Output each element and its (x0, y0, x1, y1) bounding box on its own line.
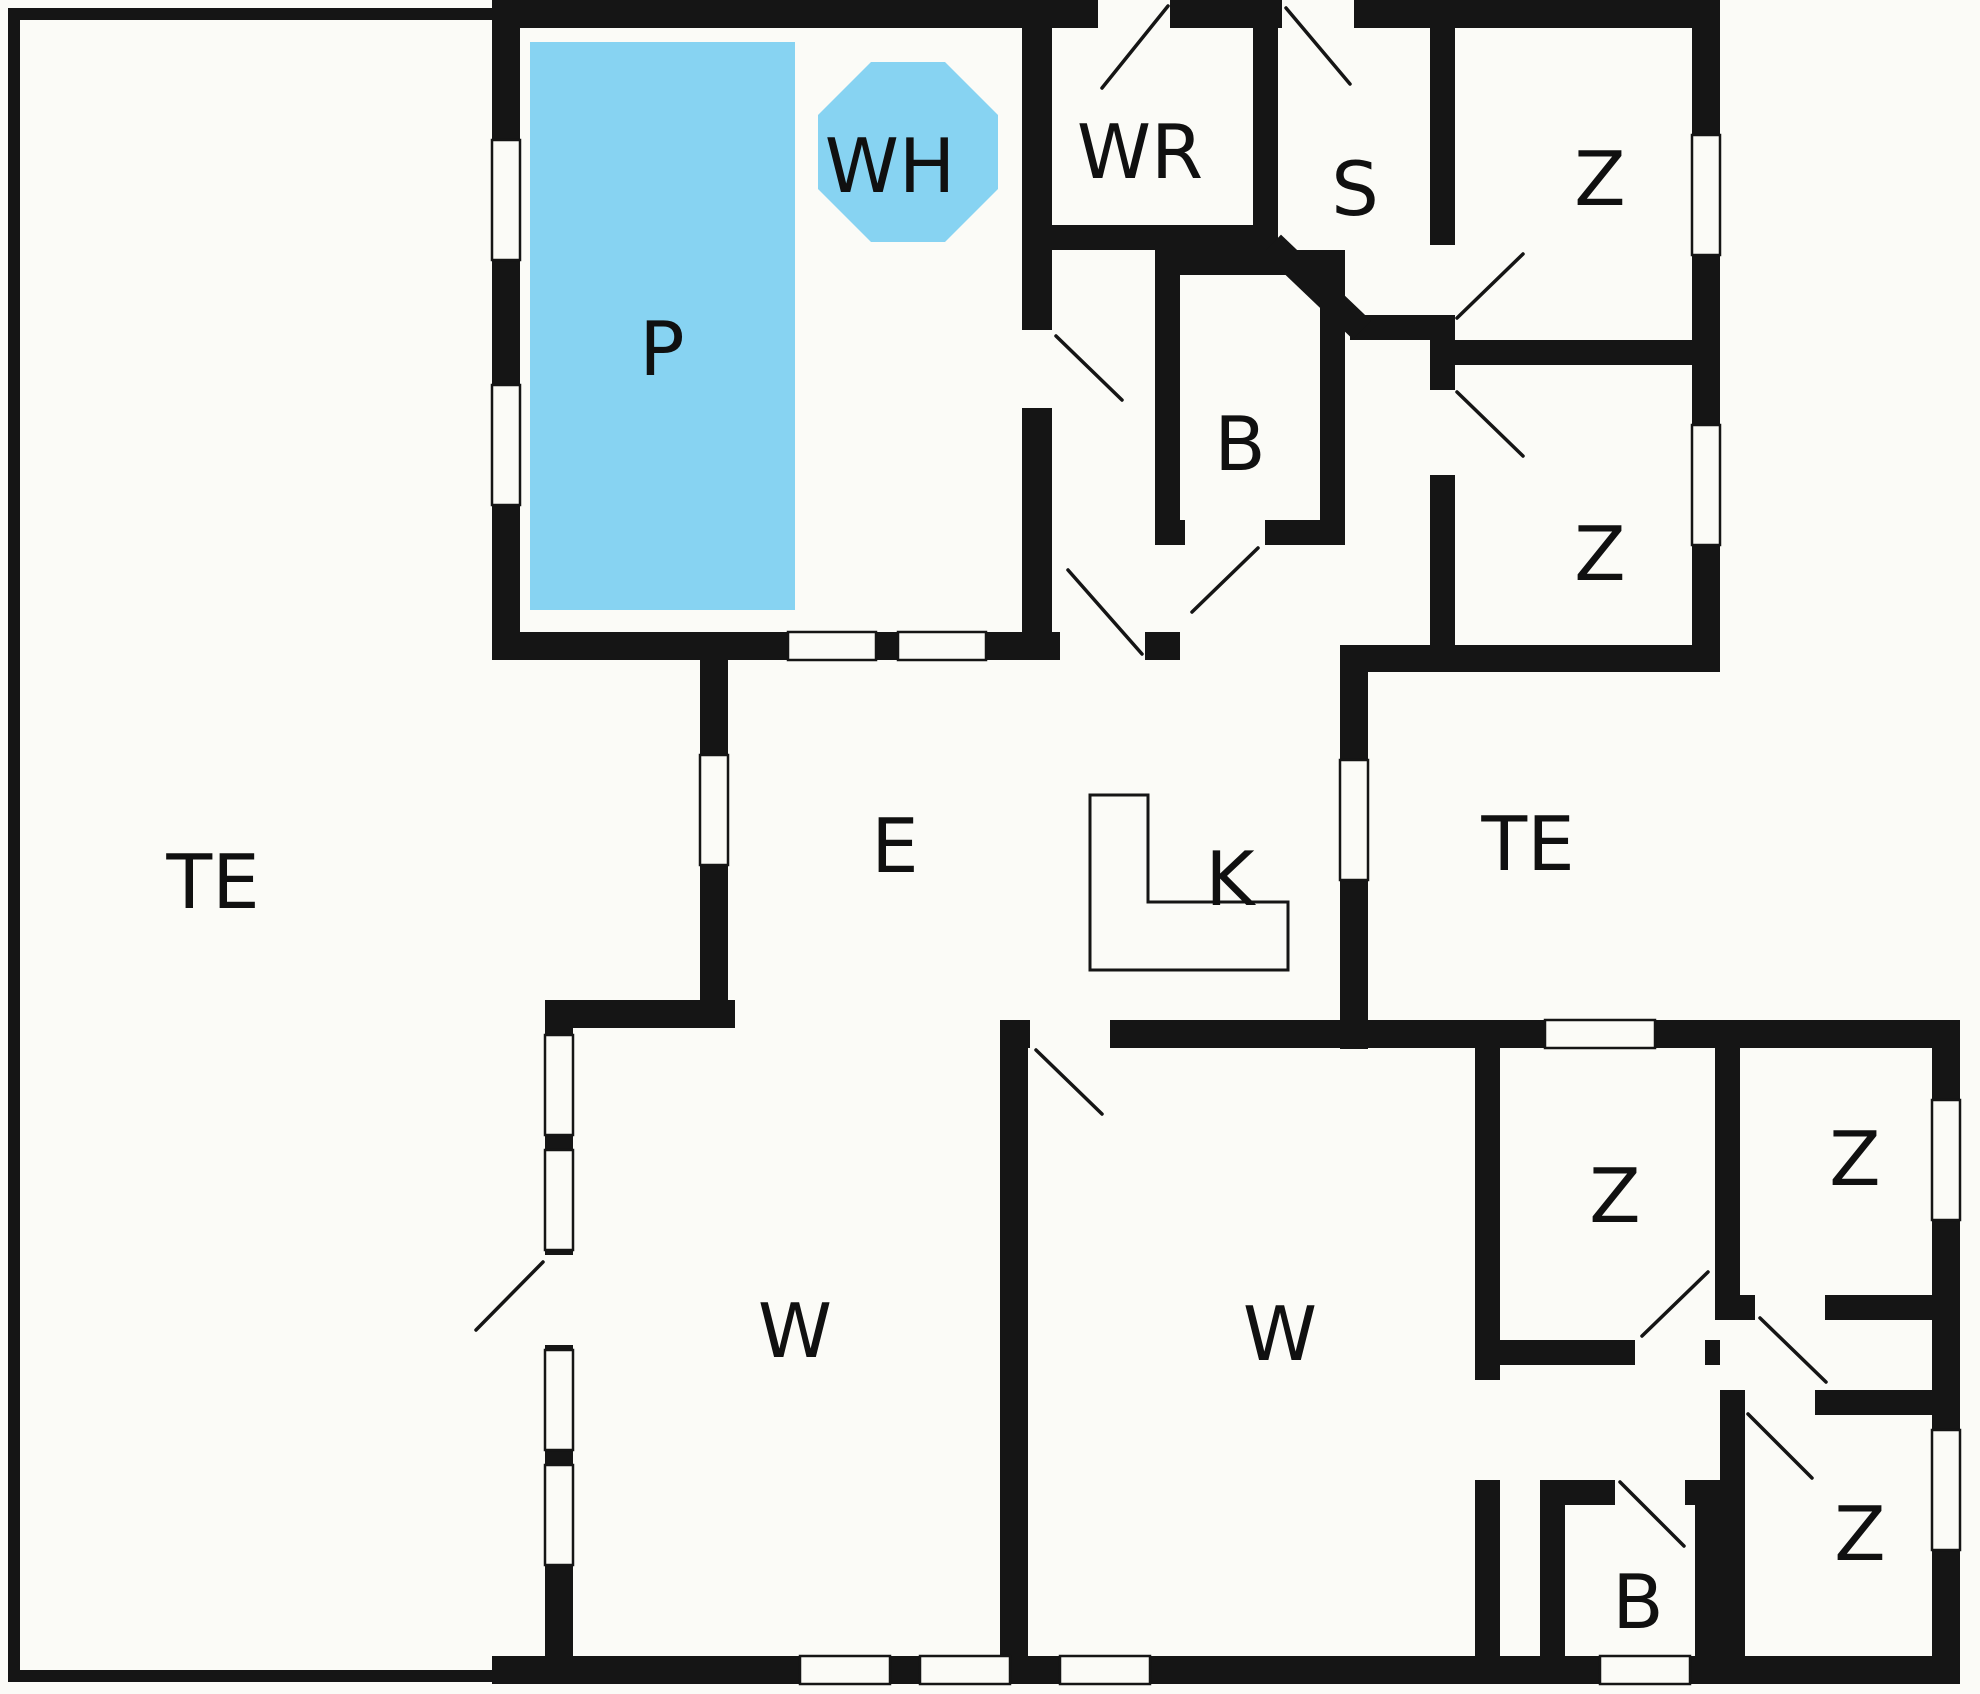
whirlpool-icon (818, 62, 998, 242)
label-bedroom-top-2: Z (1574, 510, 1625, 598)
label-bedroom-wing-2: Z (1829, 1115, 1880, 1203)
label-sauna: S (1331, 145, 1379, 233)
label-bathroom-wing: B (1612, 1558, 1663, 1646)
swimming-pool (530, 42, 795, 610)
room-labels: TE P WH WR S Z Z B E K TE W W Z Z Z B (165, 108, 1885, 1646)
label-bedroom-wing-3: Z (1834, 1490, 1885, 1578)
windows (490, 133, 1962, 1686)
label-bedroom-wing-1: Z (1589, 1152, 1640, 1240)
label-living-left: W (758, 1287, 832, 1375)
kitchen-counter (1088, 793, 1290, 972)
label-living-right: W (1243, 1290, 1317, 1378)
terrace-walls (8, 8, 492, 1682)
label-terrace-left: TE (165, 838, 259, 926)
label-terrace-right: TE (1480, 800, 1574, 888)
label-utility-room: WR (1077, 108, 1203, 196)
label-pool: P (639, 305, 684, 393)
door-swings (474, 4, 1828, 1548)
label-bathroom-top: B (1214, 400, 1265, 488)
label-kitchen: K (1205, 835, 1256, 923)
interior-walls (1000, 0, 1960, 1656)
label-entry-hall: E (871, 802, 918, 890)
label-whirlpool: WH (825, 122, 956, 210)
label-bedroom-top-1: Z (1574, 135, 1625, 223)
